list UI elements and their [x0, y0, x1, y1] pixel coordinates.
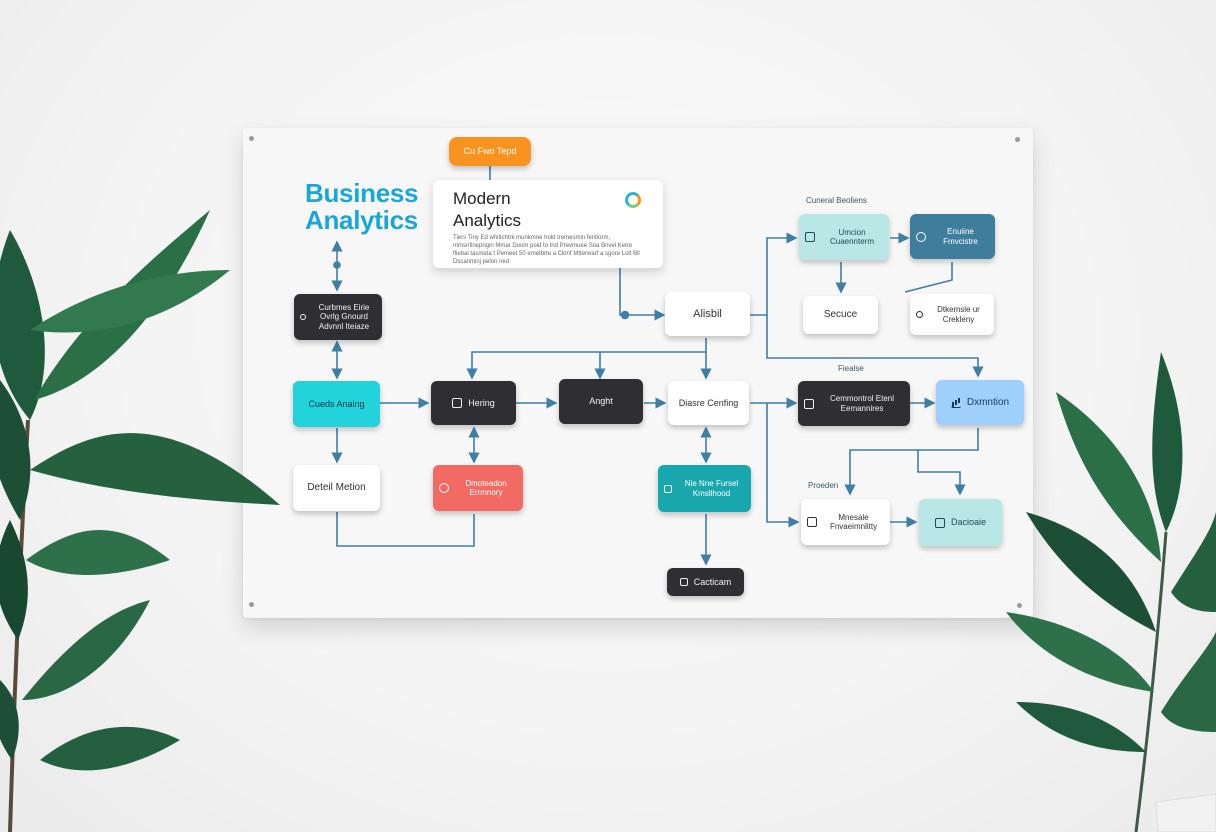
- page-title: Business Analytics: [305, 178, 419, 236]
- image-icon: [934, 517, 945, 528]
- card-title: Modern Analytics: [453, 188, 521, 232]
- node[interactable]: Anght: [559, 379, 643, 424]
- node[interactable]: Dacioaie: [919, 499, 1002, 546]
- node[interactable]: Dtkemsle ur Crekleny: [910, 294, 994, 335]
- node[interactable]: Umcion Cuaennterm: [799, 214, 889, 260]
- table-icon: [807, 517, 817, 527]
- node-label: Anght: [589, 396, 613, 407]
- screw: [1017, 603, 1022, 608]
- card-title-line-2: Analytics: [453, 211, 522, 231]
- chat-icon: [664, 484, 672, 493]
- node[interactable]: Alisbil: [665, 292, 750, 336]
- node-label: Enuiine Fmvcistre: [943, 227, 978, 246]
- info-icon: [916, 311, 923, 318]
- node[interactable]: Nie Nne Fursel Kmsllhood: [658, 465, 751, 512]
- node[interactable]: Cemmontrol Etenl Eemannires: [798, 381, 910, 426]
- title-line-1: Business: [305, 178, 419, 208]
- dot-icon: [300, 314, 306, 320]
- node-label: Dxmntion: [966, 396, 1010, 408]
- node-label: Cueds Anaing: [308, 398, 365, 409]
- plant-left-image: [0, 210, 280, 832]
- card-title-line-1: Modern: [453, 189, 511, 208]
- node[interactable]: Curbmes Eirie Ovrlg Gnourd Advnnl Iteiaz…: [294, 294, 382, 340]
- document-icon: [452, 398, 463, 408]
- node-label: Mnesale Fnvaeimnlitty: [829, 512, 878, 531]
- node-label: Secuce: [823, 309, 858, 321]
- ring-logo-icon: [625, 192, 641, 208]
- bar-chart-icon: [950, 398, 961, 408]
- node[interactable]: Dmoteadon Errmnory: [433, 465, 523, 511]
- title-line-2: Analytics: [305, 205, 418, 236]
- node-label: Dacioaie: [950, 517, 987, 528]
- badge: Cu Fwo Tepd: [449, 137, 531, 166]
- node-label: Deteil Metion: [307, 482, 366, 494]
- node-label: Dtkemsle ur Crekleny: [937, 305, 980, 324]
- node[interactable]: Cacticam: [667, 568, 744, 596]
- tag-icon: [679, 578, 688, 586]
- node-label: Nie Nne Fursel Kmsllhood: [684, 479, 739, 498]
- node[interactable]: Hering: [431, 381, 516, 425]
- intro-card: Modern Analytics Tiers Tiny Ed whitichtr…: [433, 180, 663, 268]
- node-label: Umcion Cuaennterm: [829, 227, 875, 246]
- node[interactable]: Diasre Cenfing: [668, 381, 749, 425]
- plant-right-image: [1006, 352, 1216, 832]
- node-label: Cemmontrol Etenl Eemannires: [829, 394, 895, 413]
- node-label: Dmoteadon Errmnory: [465, 478, 507, 497]
- section-label: Fiealse: [838, 364, 864, 373]
- node[interactable]: Mnesale Fnvaeimnlitty: [801, 499, 890, 545]
- list-icon: [805, 232, 815, 242]
- node[interactable]: Deteil Metion: [293, 465, 380, 511]
- badge-label: Cu Fwo Tepd: [463, 146, 517, 157]
- node[interactable]: Dxmntion: [936, 380, 1024, 425]
- node-label: Diasre Cenfing: [678, 397, 739, 408]
- screw: [249, 136, 254, 141]
- node[interactable]: Cueds Anaing: [293, 381, 380, 427]
- node-label: Cacticam: [693, 576, 732, 587]
- folder-icon: [804, 398, 814, 409]
- screw: [249, 602, 254, 607]
- section-label: Cuneral Beoliens: [806, 196, 867, 205]
- node-label: Hering: [468, 397, 495, 408]
- user-icon: [916, 231, 926, 242]
- section-label: Proeden: [808, 481, 839, 490]
- target-icon: [439, 483, 449, 493]
- node[interactable]: Secuce: [803, 296, 878, 334]
- screw: [1015, 137, 1020, 142]
- node-label: Curbmes Eirie Ovrlg Gnourd Advnnl Iteiaz…: [318, 303, 370, 331]
- node[interactable]: Enuiine Fmvcistre: [910, 214, 995, 259]
- card-body: Tiers Tiny Ed whitichtrk munkmne hold tr…: [453, 235, 640, 266]
- node-label: Alisbil: [693, 307, 722, 320]
